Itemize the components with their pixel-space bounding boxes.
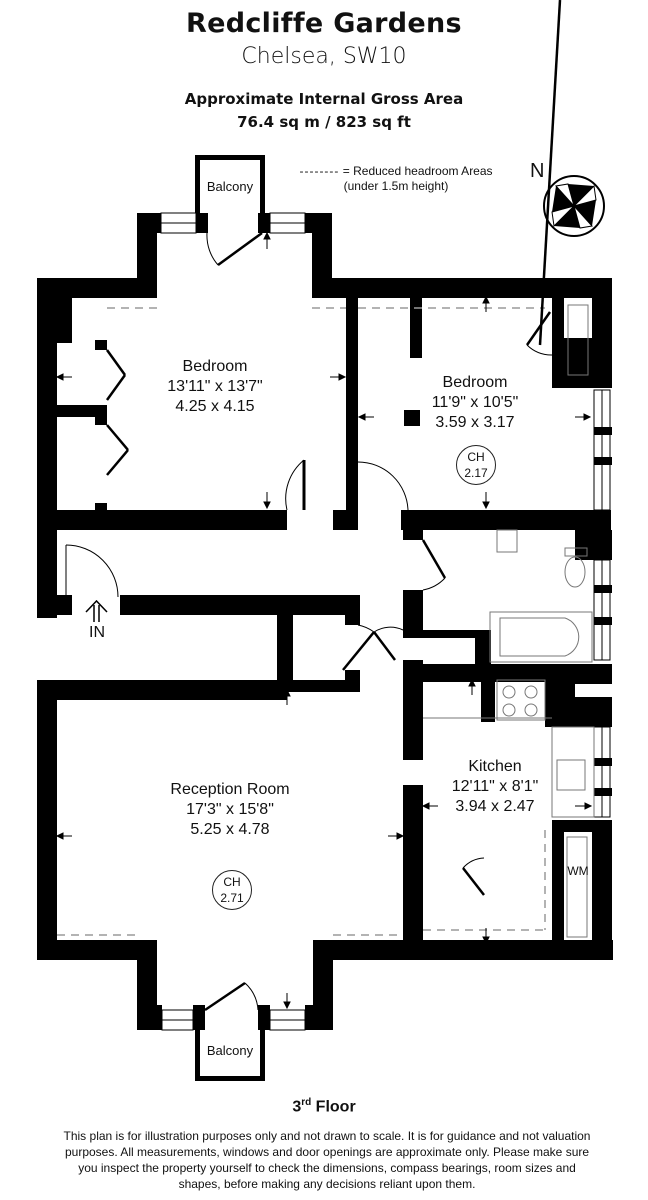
walls [37,155,613,1081]
compass-rose-icon [543,175,605,237]
room-metric: 4.25 x 4.15 [175,398,255,415]
property-title: Redcliffe Gardens [186,8,462,39]
room-metric: 5.25 x 4.78 [190,821,270,838]
legend-text: = Reduced headroom Areas [342,164,493,178]
entrance-label: IN [89,624,105,641]
room-name: Bedroom [442,374,508,391]
room-metric: 3.59 x 3.17 [435,414,515,431]
windows [160,212,611,1031]
room-imperial: 11'9" x 10'5" [431,394,519,411]
balcony-label-top: Balcony [206,179,254,194]
legend: -------- = Reduced headroom Areas (under… [286,164,506,194]
area-label: Approximate Internal Gross Area [184,90,464,108]
doors [65,0,562,1012]
room-name: Bedroom [182,358,248,375]
room-name: Reception Room [170,781,290,798]
north-label: N [530,160,545,182]
room-imperial: 13'11" x 13'7" [167,378,263,395]
disclaimer: This plan is for illustration purposes o… [63,1129,591,1191]
room-bedroom-2: Bedroom 11'9" x 10'5" 3.59 x 3.17 [395,373,555,433]
ceiling-height-badge: CH 2.71 [212,870,252,910]
floor-label: 3rd Floor [292,1097,356,1116]
measurement-arrows [55,231,593,1010]
washing-machine-label: WM [567,864,589,878]
ceiling-height-badge: CH 2.17 [456,445,496,485]
room-reception: Reception Room 17'3" x 15'8" 5.25 x 4.78 [130,780,330,840]
area-value: 76.4 sq m / 823 sq ft [237,113,411,131]
room-metric: 3.94 x 2.47 [455,798,535,815]
room-name: Kitchen [468,758,522,775]
reduced-headroom-lines [57,307,546,936]
property-location: Chelsea, SW10 [241,44,407,69]
legend-dash: -------- [299,164,340,178]
room-kitchen: Kitchen 12'11" x 8'1" 3.94 x 2.47 [425,757,565,817]
room-bedroom-1: Bedroom 13'11" x 13'7" 4.25 x 4.15 [130,357,300,417]
balcony-label-bottom: Balcony [206,1043,254,1058]
room-imperial: 17'3" x 15'8" [186,801,274,818]
fixtures [423,304,595,938]
entrance-arrow-icon [85,599,108,622]
room-imperial: 12'11" x 8'1" [451,778,539,795]
legend-subtext: (under 1.5m height) [343,179,449,193]
